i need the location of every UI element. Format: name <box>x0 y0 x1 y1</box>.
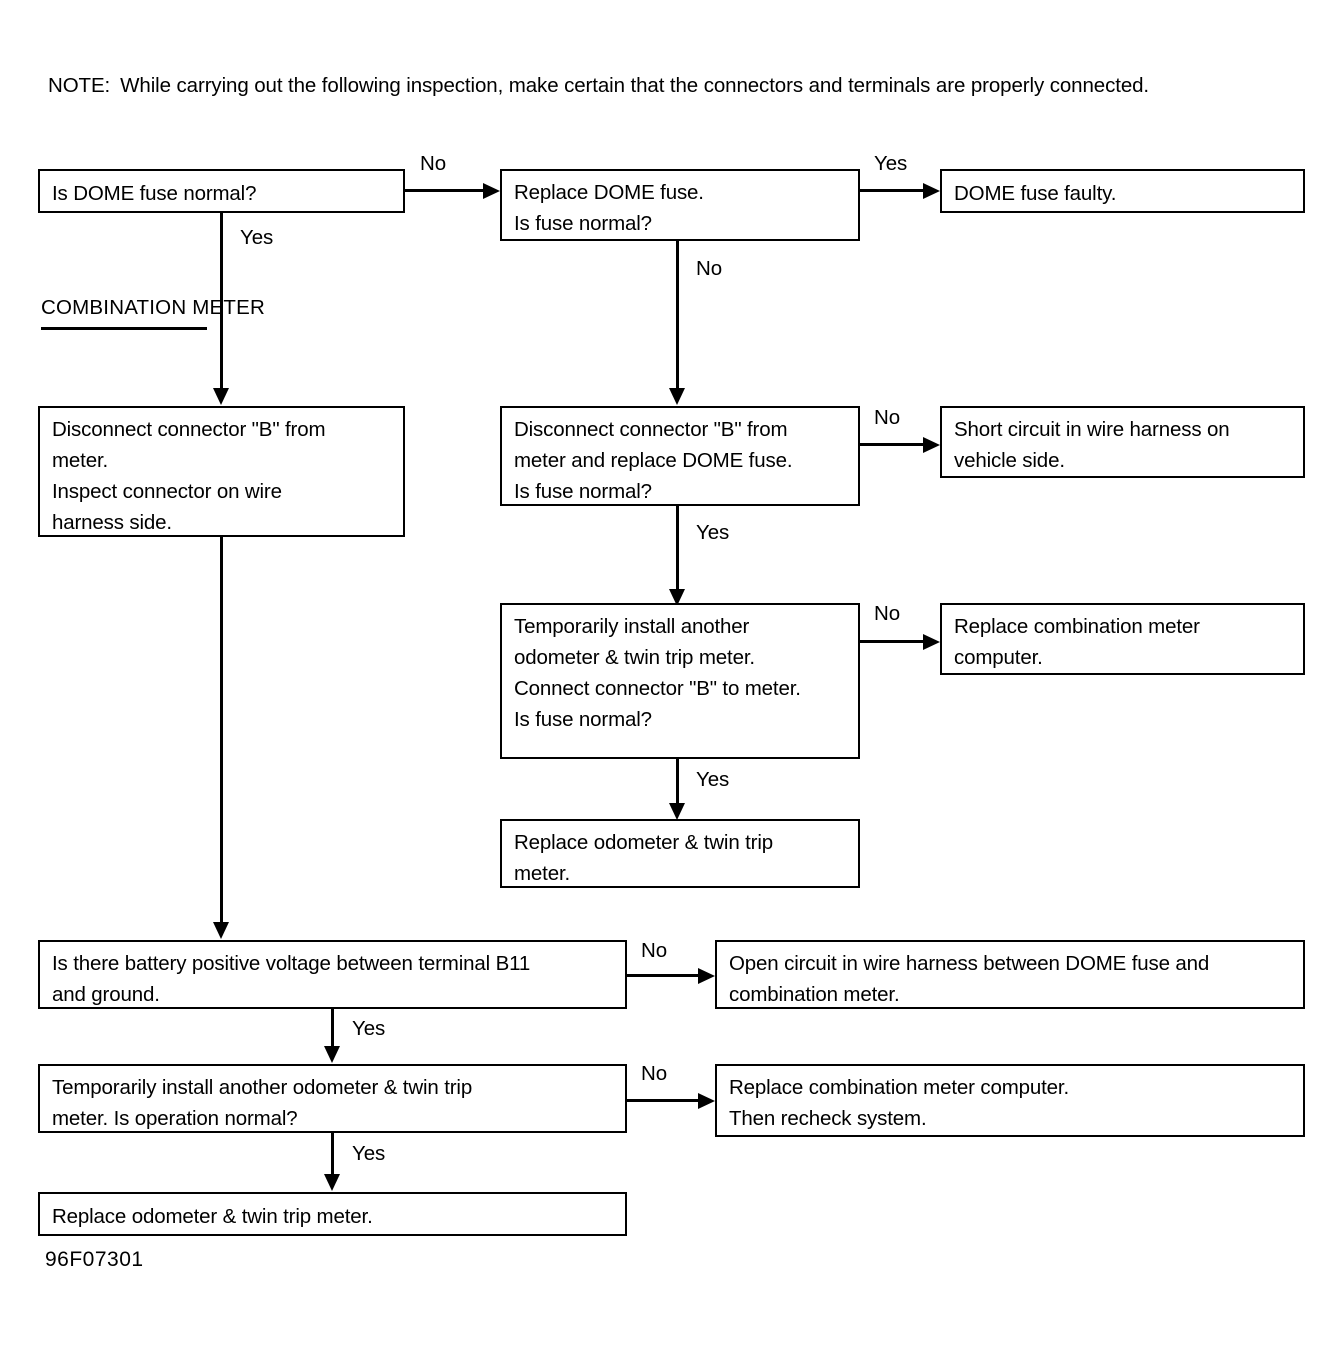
node-line: Temporarily install another odometer & t… <box>52 1076 473 1099</box>
group-label-line2: METER <box>192 296 265 319</box>
node-line: Disconnect connector "B" from <box>52 418 326 441</box>
node-line: Then recheck system. <box>729 1107 927 1130</box>
edge-label-no-n7-n8: No <box>874 602 901 625</box>
node-line: Replace combination meter <box>954 615 1200 638</box>
flow-node-replace-odometer-twin-trip-meter-mid: Replace odometer & twin trip meter. <box>500 819 860 888</box>
edge-n2-n5-line <box>676 241 679 391</box>
edge-label-yes-n7-n9: Yes <box>696 768 730 791</box>
flow-node-disconnect-connector-b-inspect: Disconnect connector "B" from meter. Ins… <box>38 406 405 537</box>
flow-node-replace-combination-meter-computer: Replace combination meter computer. <box>940 603 1305 675</box>
node-line: meter. <box>514 862 571 885</box>
node-line: vehicle side. <box>954 449 1065 472</box>
flow-node-open-circuit-wire-harness: Open circuit in wire harness between DOM… <box>715 940 1305 1009</box>
flow-node-is-dome-fuse-normal: Is DOME fuse normal? <box>38 169 405 213</box>
group-label-line1: COMBINATION <box>41 296 187 319</box>
edge-n7-n9-arrowhead <box>669 803 685 820</box>
edge-n10-n12-line <box>331 1009 334 1053</box>
node-line: Is fuse normal? <box>514 708 652 731</box>
edge-label-yes-n2-n3: Yes <box>874 152 908 175</box>
note-keyword: NOTE: <box>48 74 111 97</box>
edge-n4-n10-line <box>220 537 223 932</box>
edge-n7-n8-line <box>860 640 923 643</box>
node-line: Replace odometer & twin trip <box>514 831 774 854</box>
edge-label-no-n2-n5: No <box>696 257 723 280</box>
node-line: Connect connector "B" to meter. <box>514 677 801 700</box>
node-line: Temporarily install another <box>514 615 750 638</box>
edge-n7-n8-arrowhead <box>923 633 940 650</box>
edge-label-no-n1-n2: No <box>420 152 447 175</box>
edge-n12-n14-line <box>331 1133 334 1177</box>
node-line: odometer & twin trip meter. <box>514 646 755 669</box>
node-line: Replace DOME fuse. <box>514 181 704 204</box>
flow-node-disconnect-connector-b-replace-fuse: Disconnect connector "B" from meter and … <box>500 406 860 506</box>
edge-label-no-n5-n6: No <box>874 406 901 429</box>
edge-n4-n10-arrowhead <box>213 922 229 939</box>
edge-n10-n12-arrowhead <box>324 1046 340 1063</box>
note-body: While carrying out the following inspect… <box>120 74 1150 97</box>
flow-node-dome-fuse-faulty: DOME fuse faulty. <box>940 169 1305 213</box>
note-text: NOTE: While carrying out the following in… <box>48 68 1268 103</box>
node-line: Replace odometer & twin trip meter. <box>52 1205 373 1228</box>
edge-n2-n5-arrowhead <box>669 388 685 405</box>
edge-n5-n6-arrowhead <box>923 436 940 453</box>
edge-n10-n11-arrowhead <box>698 967 715 984</box>
flow-node-temporarily-install-odometer-operation: Temporarily install another odometer & t… <box>38 1064 627 1133</box>
figure-code: 96F07301 <box>45 1248 144 1271</box>
node-line: and ground. <box>52 983 160 1006</box>
edge-n12-n13-arrowhead <box>698 1092 715 1109</box>
edge-label-no-n10-n11: No <box>641 939 668 962</box>
edge-n2-n3-arrowhead <box>923 182 940 199</box>
node-line: combination meter. <box>729 983 900 1006</box>
node-line: Is fuse normal? <box>514 212 652 235</box>
flow-node-replace-odometer-twin-trip-meter-final: Replace odometer & twin trip meter. <box>38 1192 627 1236</box>
group-label-underline <box>41 327 207 330</box>
edge-label-yes-n10-n12: Yes <box>352 1017 386 1040</box>
node-line: Is fuse normal? <box>514 480 652 503</box>
edge-n1-n4-arrowhead <box>213 388 229 405</box>
flow-node-short-circuit-vehicle-side: Short circuit in wire harness on vehicle… <box>940 406 1305 478</box>
edge-label-yes-n12-n14: Yes <box>352 1142 386 1165</box>
edge-n12-n13-line <box>627 1099 698 1102</box>
node-line: Open circuit in wire harness between DOM… <box>729 952 1210 975</box>
edge-n7-n9-line <box>676 759 679 814</box>
flow-node-replace-computer-recheck: Replace combination meter computer. Then… <box>715 1064 1305 1137</box>
edge-label-no-n12-n13: No <box>641 1062 668 1085</box>
node-line: Is there battery positive voltage betwee… <box>52 952 531 975</box>
node-line: Short circuit in wire harness on <box>954 418 1230 441</box>
node-line: Is DOME fuse normal? <box>52 182 257 205</box>
edge-n1-n4-line <box>220 213 223 391</box>
node-line: Replace combination meter computer. <box>729 1076 1070 1099</box>
node-line: harness side. <box>52 511 172 534</box>
node-line: Disconnect connector "B" from <box>514 418 788 441</box>
flow-node-replace-dome-fuse: Replace DOME fuse. Is fuse normal? <box>500 169 860 241</box>
group-label-combination-meter: COMBINATION METER <box>41 292 265 330</box>
edge-n12-n14-arrowhead <box>324 1174 340 1191</box>
node-line: meter. <box>52 449 109 472</box>
node-line: meter and replace DOME fuse. <box>514 449 793 472</box>
edge-n5-n7-arrowhead <box>669 589 685 606</box>
node-line: DOME fuse faulty. <box>954 182 1117 205</box>
edge-n5-n6-line <box>860 443 923 446</box>
node-line: computer. <box>954 646 1043 669</box>
flow-node-battery-positive-voltage-b11: Is there battery positive voltage betwee… <box>38 940 627 1009</box>
flow-node-temporarily-install-odometer-fuse: Temporarily install another odometer & t… <box>500 603 860 759</box>
edge-n1-n2-line <box>405 189 483 192</box>
edge-n1-n2-arrowhead <box>483 182 500 199</box>
edge-label-yes-n1-n4: Yes <box>240 226 274 249</box>
node-line: Inspect connector on wire <box>52 480 282 503</box>
edge-n10-n11-line <box>627 974 698 977</box>
edge-n5-n7-line <box>676 506 679 592</box>
edge-label-yes-n5-n7: Yes <box>696 521 730 544</box>
node-line: meter. Is operation normal? <box>52 1107 298 1130</box>
edge-n2-n3-line <box>860 189 923 192</box>
